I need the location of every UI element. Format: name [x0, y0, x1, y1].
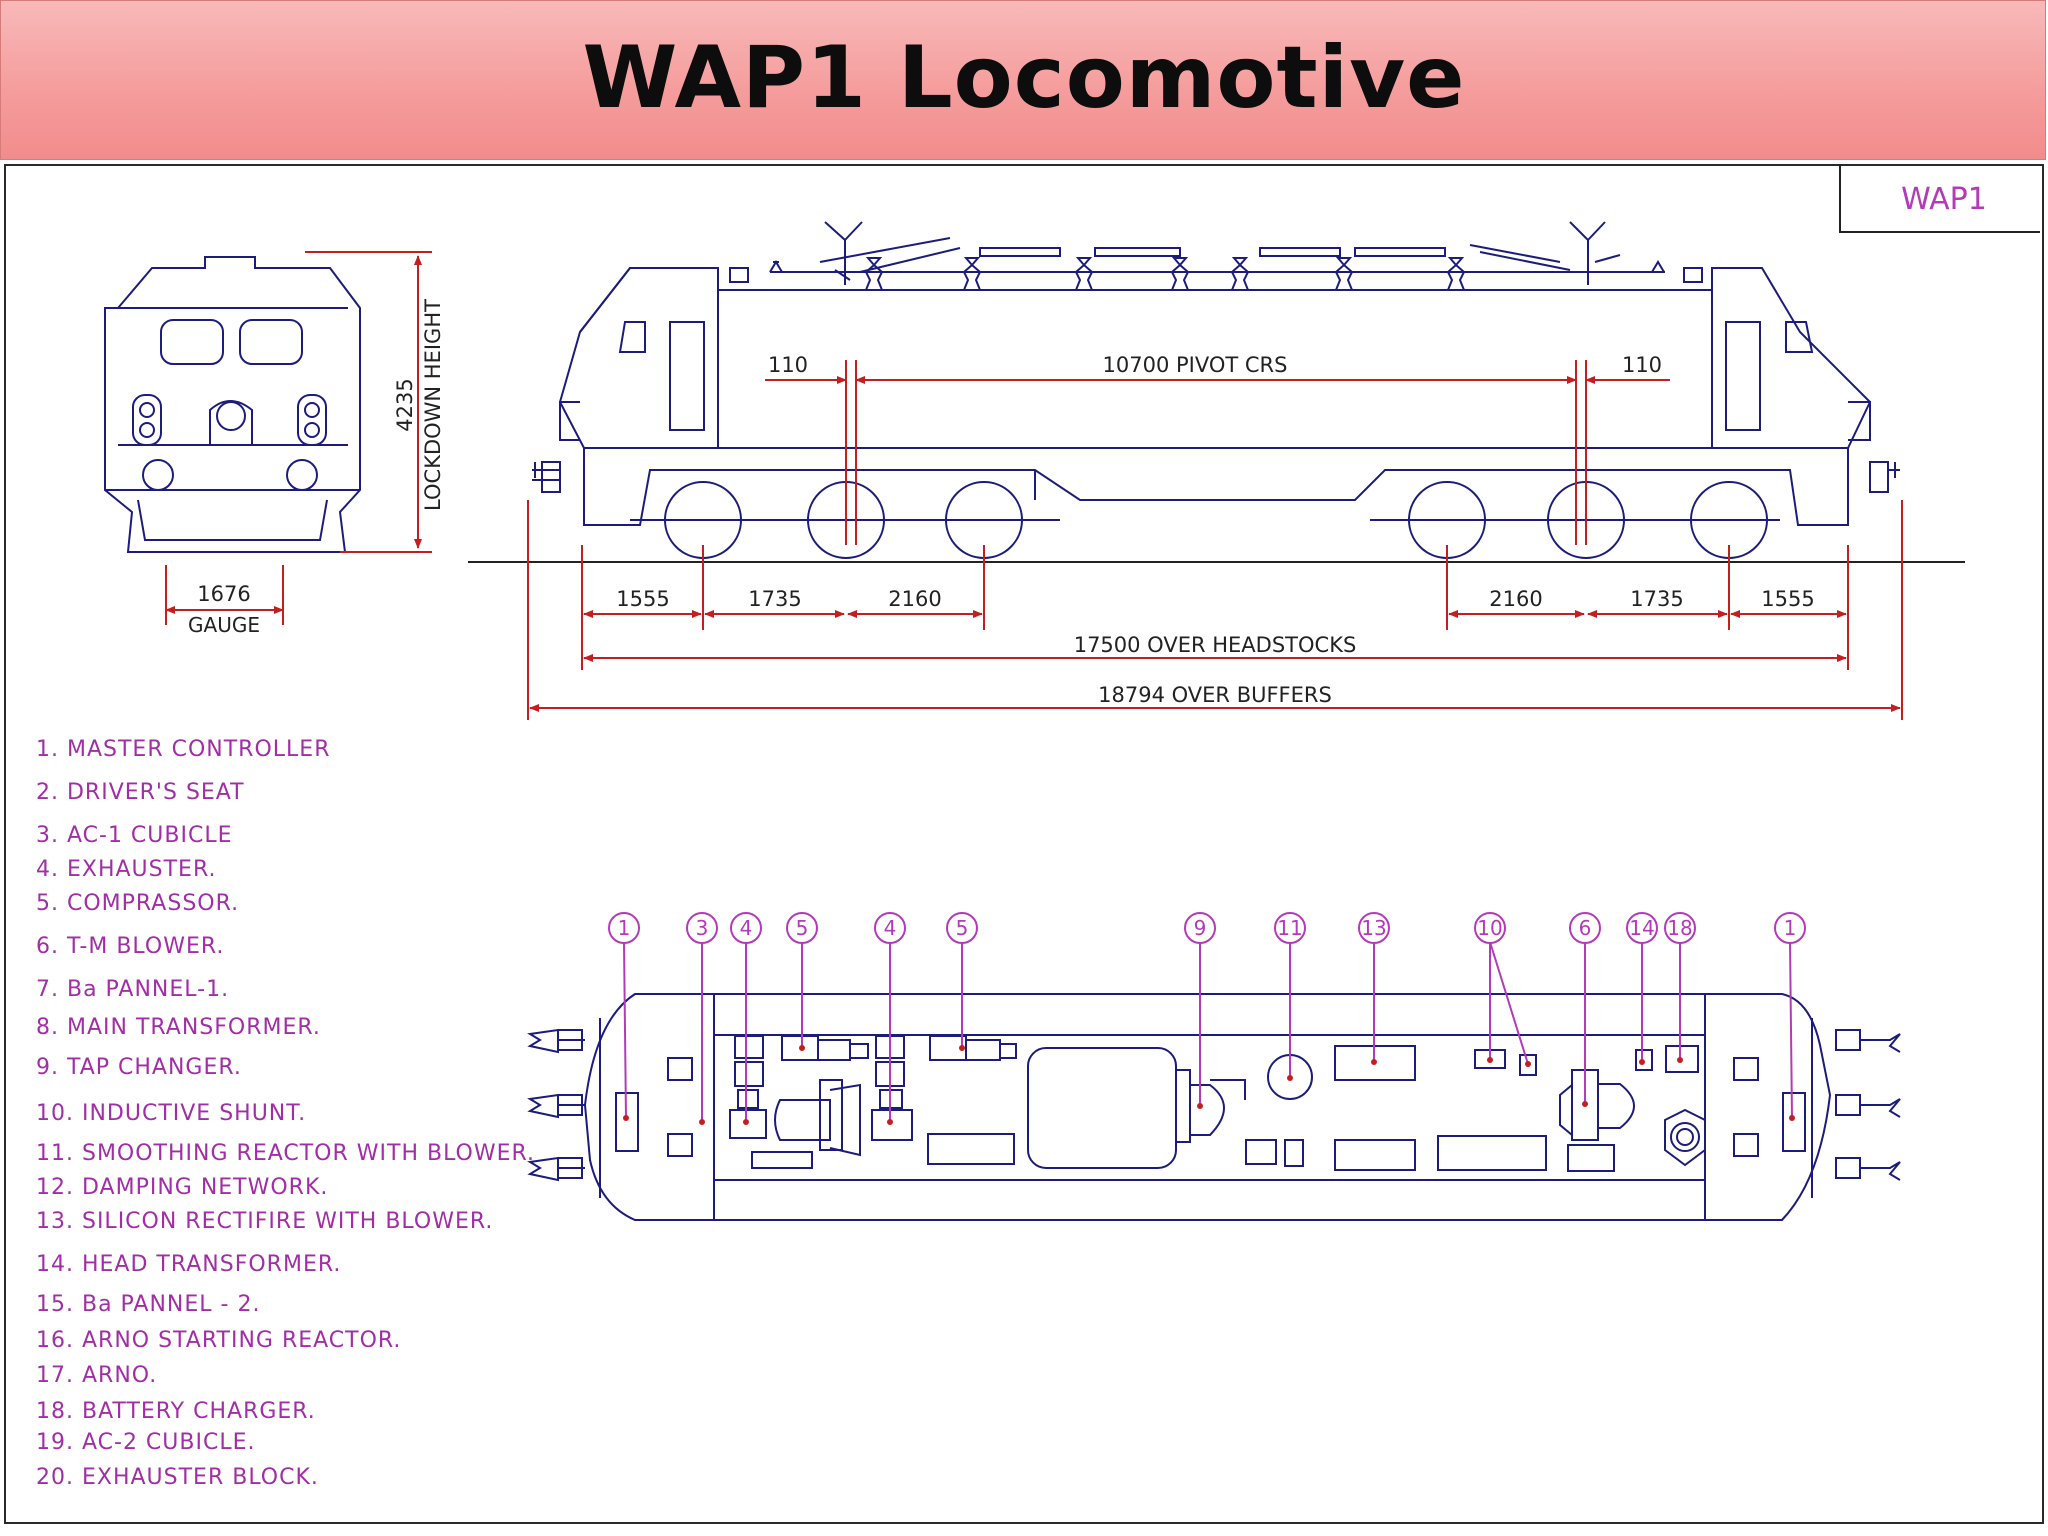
side-view: [468, 221, 1965, 563]
height-value: 4235: [393, 378, 417, 431]
front-view-dimensions: 4235 LOCKDOWN HEIGHT 1676 GAUGE: [165, 251, 445, 637]
callout-5b: 5: [956, 916, 969, 940]
legend-item-17: 17. ARNO.: [36, 1363, 157, 1388]
callout-10: 10: [1477, 916, 1502, 940]
callout-13: 13: [1361, 916, 1386, 940]
legend-item-11: 11. SMOOTHING REACTOR WITH BLOWER.: [36, 1141, 535, 1166]
legend-item-8: 8. MAIN TRANSFORMER.: [36, 1015, 321, 1040]
callout-11: 11: [1277, 916, 1302, 940]
legend-item-14: 14. HEAD TRANSFORMER.: [36, 1252, 341, 1277]
legend-item-6: 6. T-M BLOWER.: [36, 934, 224, 959]
wheel-dim-right-3: 1555: [1761, 587, 1814, 611]
callout-4b: 4: [884, 916, 897, 940]
callout-1: 1: [618, 916, 631, 940]
callout-6: 6: [1579, 916, 1592, 940]
dim-over-buffers: 18794 OVER BUFFERS: [1098, 683, 1332, 707]
legend-item-1: 1. MASTER CONTROLLER: [36, 737, 330, 762]
legend-item-13: 13. SILICON RECTIFIRE WITH BLOWER.: [36, 1209, 493, 1234]
wheel-dim-right-2: 1735: [1630, 587, 1683, 611]
legend-item-4: 4. EXHAUSTER.: [36, 857, 216, 882]
gauge-value: 1676: [197, 582, 250, 606]
dim-110-left: 110: [768, 353, 808, 377]
component-legend: 1. MASTER CONTROLLER 2. DRIVER'S SEAT 3.…: [36, 737, 535, 1490]
wheel-dim-right-1: 2160: [1489, 587, 1542, 611]
callout-5: 5: [796, 916, 809, 940]
side-view-dimensions: [527, 360, 1903, 720]
legend-item-12: 12. DAMPING NETWORK.: [36, 1175, 328, 1200]
gauge-label: GAUGE: [188, 613, 260, 637]
dim-pivot: 10700 PIVOT CRS: [1103, 353, 1288, 377]
page-title: WAP1 Locomotive: [582, 28, 1466, 128]
callout-9: 9: [1194, 916, 1207, 940]
side-view-dimension-labels: 110 10700 PIVOT CRS 110 1555 1735 2160 2…: [616, 353, 1814, 707]
callout-3: 3: [696, 916, 709, 940]
dim-110-right: 110: [1622, 353, 1662, 377]
callout-18: 18: [1667, 916, 1692, 940]
legend-item-20: 20. EXHAUSTER BLOCK.: [36, 1465, 319, 1490]
legend-item-19: 19. AC-2 CUBICLE.: [36, 1430, 256, 1455]
wheel-dim-left-1: 1555: [616, 587, 669, 611]
front-view: [104, 256, 361, 553]
legend-item-7: 7. Ba PANNEL-1.: [36, 977, 229, 1002]
wheel-dim-left-3: 2160: [888, 587, 941, 611]
title-bar: [0, 0, 2046, 160]
wheel-dim-left-2: 1735: [748, 587, 801, 611]
legend-item-9: 9. TAP CHANGER.: [36, 1055, 242, 1080]
wap1-tag-text: WAP1: [1901, 182, 1987, 217]
drawing-frame: [4, 164, 2044, 1524]
callout-1b: 1: [1784, 916, 1797, 940]
callout-14: 14: [1629, 916, 1654, 940]
plan-view: [527, 993, 1901, 1221]
legend-item-10: 10. INDUCTIVE SHUNT.: [36, 1101, 306, 1126]
wap1-tag: WAP1: [1839, 165, 2040, 233]
legend-item-16: 16. ARNO STARTING REACTOR.: [36, 1328, 401, 1353]
plan-view-callouts: 1 3 4 5 4 5 9 11 13 10 6 14 18 1: [608, 912, 1806, 1125]
legend-item-2: 2. DRIVER'S SEAT: [36, 780, 245, 805]
legend-item-15: 15. Ba PANNEL - 2.: [36, 1292, 260, 1317]
legend-item-5: 5. COMPRASSOR.: [36, 891, 239, 916]
legend-item-18: 18. BATTERY CHARGER.: [36, 1399, 316, 1424]
callout-4: 4: [740, 916, 753, 940]
legend-item-3: 3. AC-1 CUBICLE: [36, 823, 233, 848]
dim-over-headstocks: 17500 OVER HEADSTOCKS: [1074, 633, 1357, 657]
height-label: LOCKDOWN HEIGHT: [421, 299, 445, 511]
